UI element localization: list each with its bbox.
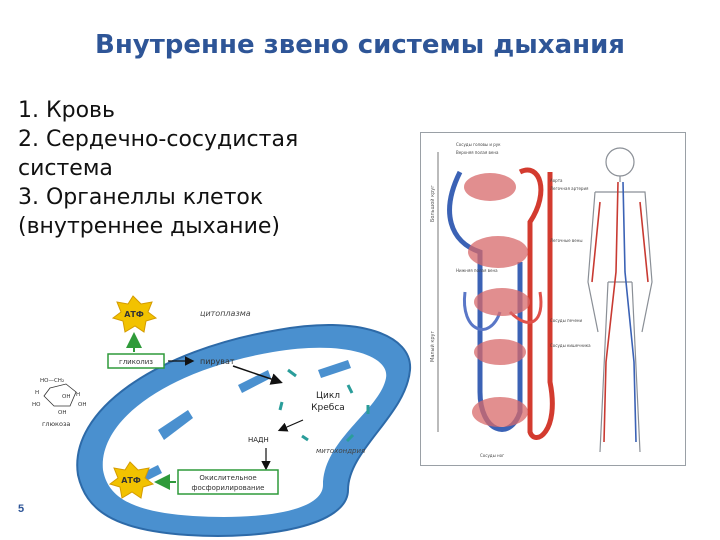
axis-top-label: Большой круг (429, 185, 436, 222)
oxphos-label-2: фосфорилирование (192, 484, 265, 492)
circ-label-0: Сосуды головы и рук (456, 142, 501, 147)
mitochondrion-label: митохондрия (316, 447, 365, 455)
glycolysis-box (107, 353, 165, 369)
glucose-label: глюкоза (42, 420, 70, 428)
atp-star-top (111, 295, 158, 333)
pyruvate-label: пируват (200, 357, 235, 366)
mito-matrix (102, 347, 387, 517)
axis-bottom-label: Малый круг (429, 330, 436, 362)
list-item-cardio: 2. Сердечно-сосудистая (18, 127, 299, 152)
oxphos-box (177, 469, 279, 495)
svg-text:OH: OH (58, 410, 66, 416)
content-list: 1. Кровь 2. Сердечно-сосудистая система … (18, 96, 398, 241)
svg-text:HO: HO (32, 402, 41, 408)
circ-label-8: Сосуды ног (480, 453, 504, 458)
circ-label-6: Сосуды печени (550, 318, 583, 323)
list-item-blood: 1. Кровь (18, 98, 115, 123)
atp-label-bottom: АТФ (121, 476, 141, 485)
slide-title: Внутренне звено системы дыхания (95, 30, 625, 60)
svg-text:HO—CH₂: HO—CH₂ (40, 378, 64, 384)
circulation-diagram: Большой круг Малый круг Сосуды головы (420, 132, 686, 466)
glycolysis-label: гликолиз (119, 358, 153, 366)
list-item-organelles: 3. Органеллы клеток (18, 185, 264, 210)
glucose-structure: HO—CH₂ H OH HO OH OH H глюкоза (32, 378, 86, 428)
page-number: 5 (18, 503, 25, 515)
cytoplasm-label: цитоплазма (200, 309, 251, 318)
circ-label-7: Сосуды кишечника (550, 343, 591, 348)
circ-label-4: Легочные вены (550, 238, 582, 243)
krebs-label-2: Кребса (311, 403, 345, 413)
circ-label-2: Аорта (550, 178, 563, 183)
svg-text:H: H (35, 390, 39, 396)
atp-star-bottom (108, 461, 155, 499)
svg-text:OH: OH (78, 402, 86, 408)
svg-text:H: H (76, 392, 80, 398)
list-item-organelles-cont: (внутреннее дыхание) (18, 214, 280, 239)
circ-label-3: Легочная артерия (550, 186, 589, 191)
nadh-label: НАДН (248, 436, 269, 444)
krebs-label-1: Цикл (316, 391, 340, 401)
circ-label-5: Нижняя полая вена (456, 268, 498, 273)
circ-label-1: Верхняя полая вена (456, 150, 499, 155)
list-item-cardio-cont: система (18, 156, 113, 181)
atp-label-top: АТФ (124, 310, 144, 319)
mitochondrion-diagram: АТФ цитоплазма гликолиз пируват HO—CH₂ H… (32, 295, 412, 537)
svg-text:OH: OH (62, 394, 70, 400)
oxphos-label-1: Окислительное (199, 474, 256, 482)
